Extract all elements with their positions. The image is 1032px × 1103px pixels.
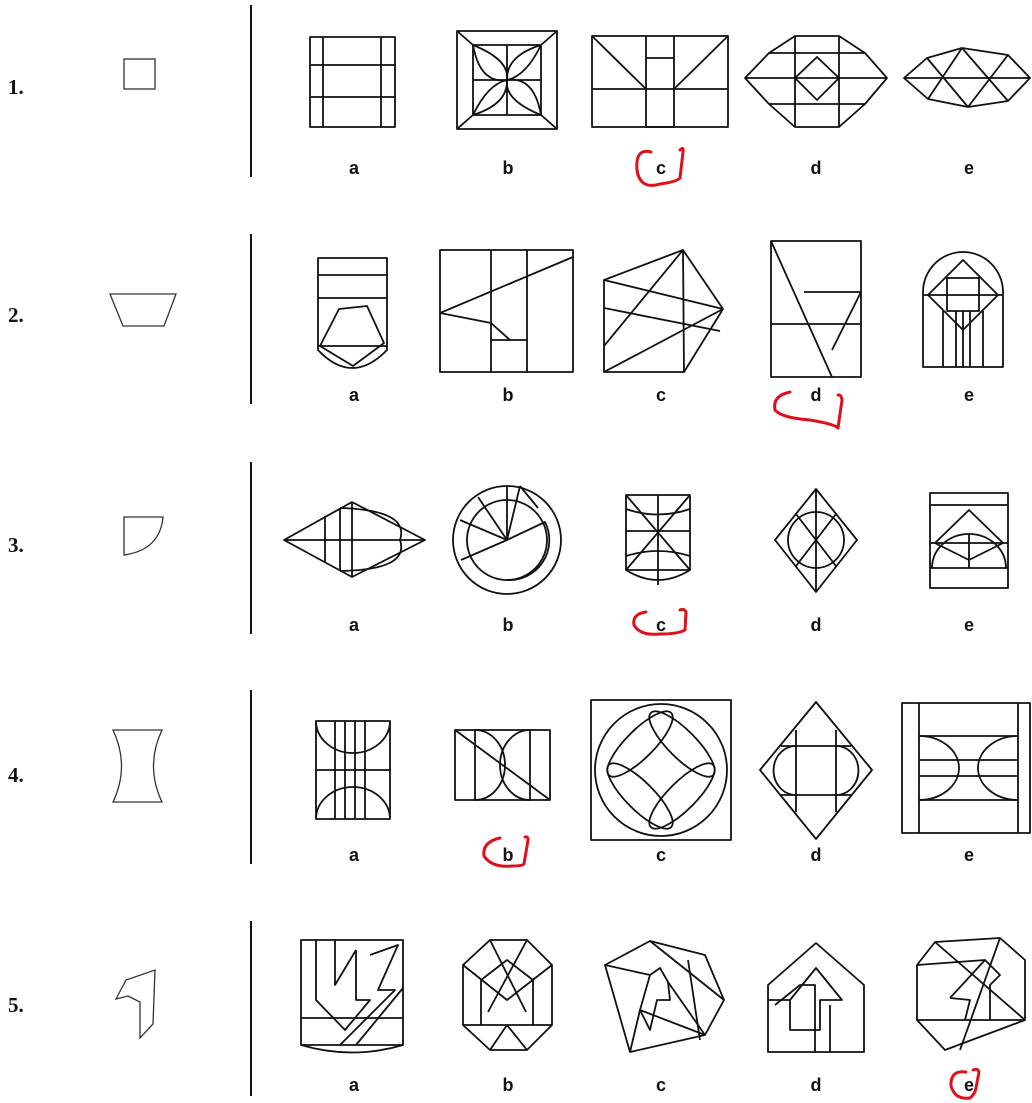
figure-5d (768, 943, 864, 1052)
answer-mark-5e (951, 1069, 979, 1098)
answer-mark-4b (484, 837, 528, 866)
figure-3d (775, 489, 857, 592)
figure-2c (604, 250, 723, 372)
figure-4a (316, 721, 390, 819)
figure-2e (923, 252, 1003, 367)
figure-4b (455, 730, 550, 800)
target-shape-4 (113, 730, 162, 802)
figure-1e (904, 48, 1030, 107)
figure-1a (310, 37, 395, 127)
target-shape-3 (124, 517, 163, 555)
answer-mark-2d (775, 392, 842, 428)
figure-4e (902, 703, 1030, 833)
answer-mark-3c (634, 609, 686, 634)
figure-1d (745, 36, 887, 127)
figure-1c (592, 36, 728, 127)
figure-3c (626, 495, 690, 585)
figure-3a (284, 502, 425, 577)
figure-2b (440, 250, 573, 372)
figure-3e (930, 493, 1008, 588)
figure-3b (453, 486, 561, 594)
target-shape-2 (110, 294, 176, 326)
target-shape-1 (124, 59, 155, 89)
figure-4c (591, 700, 731, 840)
figure-5c (605, 941, 724, 1052)
figure-5e (917, 938, 1025, 1050)
figure-5b (463, 940, 552, 1050)
figure-4d (760, 702, 872, 839)
figure-1b (457, 31, 557, 129)
target-shape-5 (116, 970, 155, 1038)
answer-mark-1c (637, 148, 683, 185)
figure-2a (318, 258, 387, 368)
figure-2d (771, 241, 861, 377)
figure-5a (301, 940, 403, 1053)
